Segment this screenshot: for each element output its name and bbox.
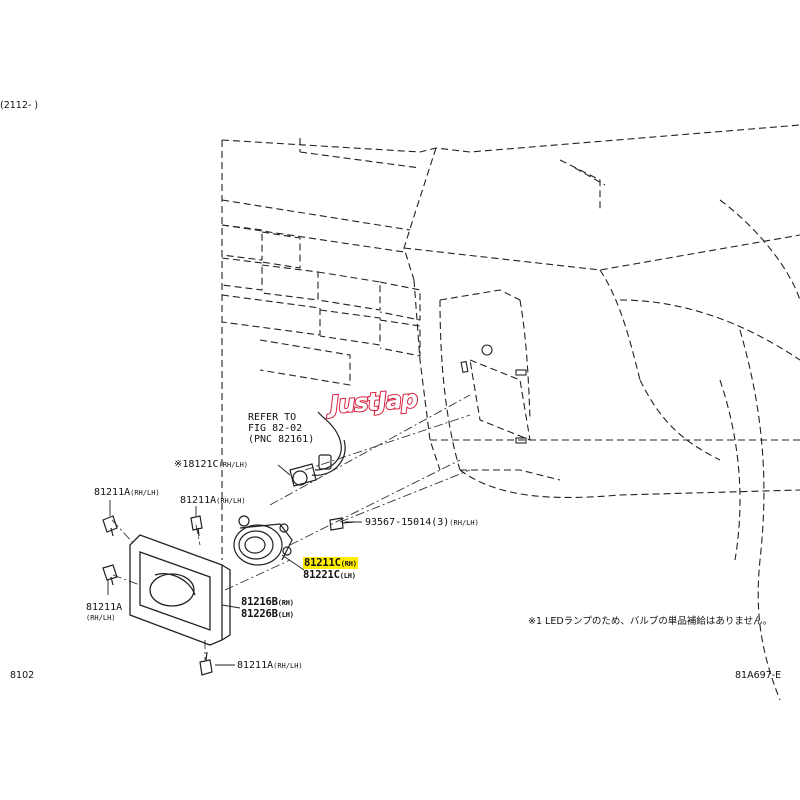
fog-lamp-drawing [233,515,293,566]
leader-line [221,604,241,609]
wire-harness [311,439,346,476]
bulb-socket-ring [292,470,308,486]
clip-left [102,564,118,586]
part-label-bulb-socket: ※18121C(RH/LH) [174,459,249,470]
clip-top-left [102,515,118,537]
fog-lamp-lh: 81221C(LH) [303,569,356,581]
grille-slots [221,224,421,386]
part-label-bezel: 81216B(RH) 81226B(LH) [241,596,294,620]
refer-to-label: REFER TO FIG 82-02 (PNC 82161) [248,412,315,445]
fender-clip-slot [515,437,527,444]
leader-line [281,554,305,571]
assembly-line [289,459,461,546]
corner-bottom-right-label: 81A697-E [735,670,782,681]
fender-hole [481,344,493,356]
corner-bottom-left-label: 8102 [10,670,35,681]
part-label-clip-left: 81211A (RH/LH) [86,602,123,622]
footnote-japanese: ※1 LEDランプのため、バルブの単品補給はありません。 [528,616,773,627]
bulb-socket [289,463,317,487]
assembly-line [339,469,471,523]
hood-panel-lines [299,151,606,210]
fender-plate [469,359,531,441]
part-label-fog-lamp: 81211C(RH) 81221C(LH) [303,557,358,582]
part-label-clip-top-mid: 81211A(RH/LH) [180,495,246,506]
fog-lamp-rh: 81211C(RH) [303,557,358,570]
fender-clip-slot [515,369,527,376]
part-label-clip-bottom: 81211A(RH/LH) [237,660,303,671]
assembly-line [304,414,471,471]
assembly-line [195,524,201,546]
assembly-line [224,559,291,591]
highlight-marker: 81211C(RH) [303,557,358,569]
leader-line [277,464,291,476]
bezel-drawing [129,534,231,646]
fender-clip-slot [460,360,469,373]
wire-harness [314,411,342,471]
vehicle-body-outline [221,124,800,701]
wire-connector [318,454,332,470]
assembly-line [269,394,471,506]
clip-top-mid [190,515,203,537]
part-label-screw: 93567-15014(3)(RH/LH) [365,517,479,528]
clip-bottom [199,651,213,676]
corner-top-left-label: (2112- ) [0,100,39,111]
part-label-clip-top-left: 81211A(RH/LH) [94,487,160,498]
screw-drawing [329,517,355,531]
